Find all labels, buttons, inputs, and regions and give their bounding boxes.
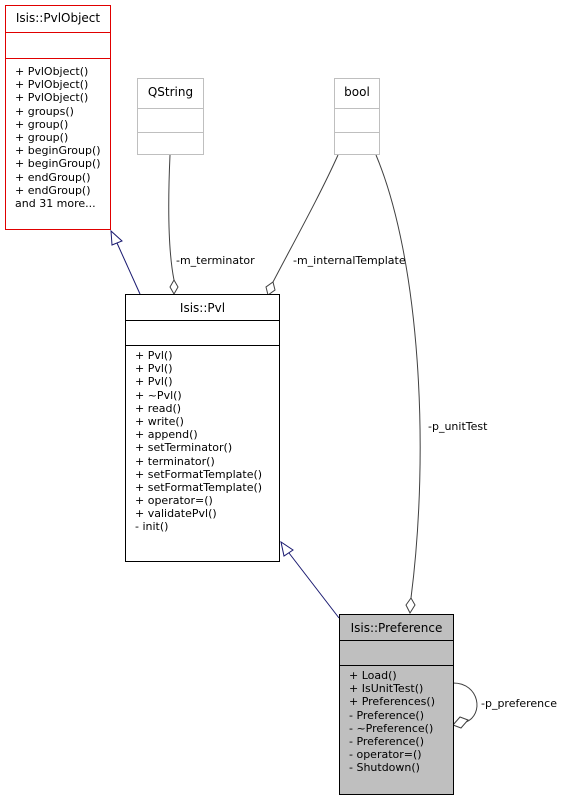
operation: + beginGroup(): [15, 157, 101, 171]
association-edge-internal-template: [272, 154, 339, 283]
operation: + Pvl(): [135, 349, 173, 362]
class-pvl-title: Isis::Pvl: [126, 295, 279, 321]
class-pvl-attributes: [126, 321, 279, 346]
operation: + endGroup(): [15, 170, 91, 184]
edge-label-terminator: -m_terminator: [176, 254, 255, 267]
class-bool-attributes: [335, 109, 379, 133]
operation: + Preferences(): [349, 695, 435, 709]
operation: + setFormatTemplate(): [135, 467, 263, 481]
class-preference[interactable]: Isis::Preference + Load() + IsUnitTest()…: [339, 614, 454, 795]
operation: - operator=(): [349, 748, 422, 762]
operation: + PvlObject(): [15, 65, 89, 78]
class-pvlobject-attributes: [6, 33, 110, 59]
class-qstring[interactable]: QString: [137, 78, 204, 155]
operation: + PvlObject(): [15, 91, 89, 105]
operation: + operator=(): [135, 494, 213, 508]
class-pvlobject-operations: + PvlObject() + PvlObject() + PvlObject(…: [6, 59, 110, 210]
inheritance-arrow-pvlobject: [110, 229, 123, 246]
operation: - Shutdown(): [349, 761, 420, 775]
operation: - ~Preference(): [349, 721, 434, 735]
class-pvl[interactable]: Isis::Pvl + Pvl() + Pvl() + Pvl() + ~Pvl…: [125, 294, 280, 562]
operation: + terminator(): [135, 454, 215, 468]
class-qstring-title: QString: [138, 79, 203, 109]
association-edge-terminator: [168, 154, 175, 281]
aggregation-diamond-self-preference: [452, 716, 469, 729]
operation: + endGroup(): [15, 183, 91, 197]
inheritance-arrow-pvl: [280, 540, 294, 557]
operation: + Pvl(): [135, 362, 173, 376]
operation: + beginGroup(): [15, 144, 101, 158]
operation: - init(): [135, 520, 169, 534]
class-preference-attributes: [340, 641, 453, 666]
operation: + setFormatTemplate(): [135, 480, 263, 494]
aggregation-diamond-internal-template: [265, 281, 276, 296]
operation: + read(): [135, 401, 182, 415]
edge-label-unit-test: -p_unitTest: [428, 420, 488, 433]
operation: + validatePvl(): [135, 507, 217, 521]
operation: + PvlObject(): [15, 78, 89, 92]
operation: + group(): [15, 130, 69, 144]
operation: - Preference(): [349, 734, 425, 748]
operation: + group(): [15, 117, 69, 131]
aggregation-diamond-terminator: [169, 278, 179, 296]
class-bool-title: bool: [335, 79, 379, 109]
class-bool[interactable]: bool: [334, 78, 380, 155]
operation-more[interactable]: and 31 more...: [15, 196, 96, 210]
class-pvl-operations: + Pvl() + Pvl() + Pvl() + ~Pvl() + read(…: [126, 346, 279, 534]
class-qstring-attributes: [138, 109, 203, 133]
association-edge-self-preference: [452, 682, 478, 723]
operation: + Load(): [349, 669, 397, 682]
association-edge-unit-test: [375, 154, 421, 599]
inheritance-edge-pvl-pvlobject: [116, 242, 141, 295]
operation: + IsUnitTest(): [349, 682, 424, 696]
class-pvlobject-title: Isis::PvlObject: [6, 6, 110, 33]
class-pvlobject[interactable]: Isis::PvlObject + PvlObject() + PvlObjec…: [5, 5, 111, 230]
aggregation-diamond-unit-test: [405, 597, 416, 615]
operation: + append(): [135, 428, 198, 442]
operation: + Pvl(): [135, 375, 173, 389]
edge-label-internal-template: -m_internalTemplate: [293, 254, 406, 267]
operation: + setTerminator(): [135, 441, 233, 455]
operation: - Preference(): [349, 708, 425, 722]
operation: + ~Pvl(): [135, 388, 182, 402]
operation: + write(): [135, 414, 184, 428]
class-preference-title: Isis::Preference: [340, 615, 453, 641]
operation: + groups(): [15, 104, 74, 118]
class-preference-operations: + Load() + IsUnitTest() + Preferences() …: [340, 666, 453, 775]
inheritance-edge-preference-pvl: [288, 552, 340, 619]
edge-label-self-preference: -p_preference: [481, 697, 557, 710]
